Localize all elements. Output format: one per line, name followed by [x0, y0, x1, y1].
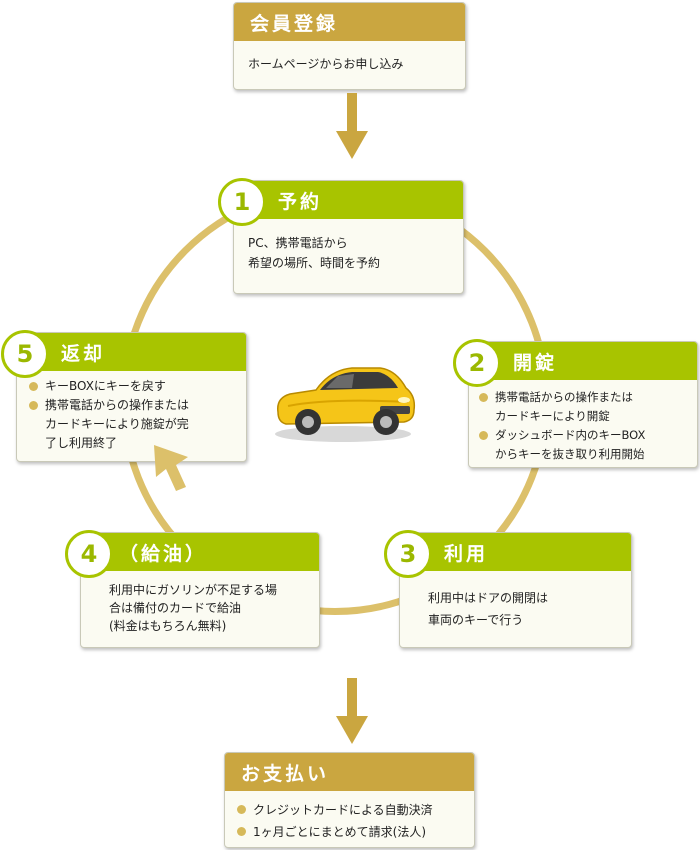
step-3-badge: 3 — [384, 530, 432, 578]
step-2-item-line: 携帯電話からの操作または — [495, 390, 633, 404]
step-4-card: 4 （給油） 利用中にガソリンが不足する場 合は備付のカードで給油 (料金はもち… — [65, 530, 320, 648]
step-1-header: 1 予約 — [218, 178, 463, 226]
step-2-badge: 2 — [453, 339, 501, 387]
bullet-icon — [237, 827, 246, 836]
step-3-title: 利用 — [444, 542, 489, 565]
list-item: 携帯電話からの操作または カードキーにより施錠が完 了し利用終了 — [29, 396, 238, 453]
step-1-badge: 1 — [218, 178, 266, 226]
down-arrow-icon — [336, 678, 368, 744]
step-2-item-line: ダッシュボード内のキーBOX — [495, 428, 646, 442]
step-5-header: 5 返却 — [1, 330, 246, 378]
step-5-card: 5 返却 キーBOXにキーを戻す 携帯電話からの操作または カードキーにより施錠… — [1, 330, 247, 462]
step-2-item-line: からキーを抜き取り利用開始 — [495, 447, 645, 461]
registration-title: 会員登録 — [250, 12, 339, 35]
step-4-line: 合は備付のカードで給油 — [109, 601, 242, 615]
step-1-line: 希望の場所、時間を予約 — [248, 256, 381, 270]
step-2-card: 2 開錠 携帯電話からの操作または カードキーにより開錠 ダッシュボード内のキー… — [453, 339, 698, 468]
bullet-icon — [29, 382, 38, 391]
list-item: 携帯電話からの操作または カードキーにより開錠 — [479, 388, 689, 426]
step-5-item-line: キーBOXにキーを戻す — [45, 379, 166, 393]
step-4-header: 4 （給油） — [65, 530, 319, 578]
step-1-title: 予約 — [278, 190, 323, 213]
payment-item: クレジットカードによる自動決済 — [253, 803, 433, 817]
list-item: 1ヶ月ごとにまとめて請求(法人) — [237, 821, 464, 843]
registration-text: ホームページからお申し込み — [248, 57, 404, 71]
step-2-item-line: カードキーにより開錠 — [495, 409, 610, 423]
payment-header: お支払い — [225, 753, 474, 791]
step-5-badge: 5 — [1, 330, 49, 378]
step-3-line: 車両のキーで行う — [428, 613, 524, 627]
bullet-icon — [29, 401, 38, 410]
step-2-header: 2 開錠 — [453, 339, 697, 387]
step-5-title: 返却 — [61, 342, 106, 365]
payment-card: お支払い クレジットカードによる自動決済 1ヶ月ごとにまとめて請求(法人) — [224, 752, 475, 848]
step-2-title: 開錠 — [513, 351, 558, 374]
step-4-title: （給油） — [119, 542, 208, 565]
bullet-icon — [479, 431, 488, 440]
yellow-car-icon — [275, 367, 416, 442]
step-5-item-line: 了し利用終了 — [45, 436, 118, 450]
payment-title: お支払い — [241, 762, 330, 785]
up-arrow-icon — [154, 445, 188, 491]
step-1-line: PC、携帯電話から — [248, 236, 348, 250]
list-item: クレジットカードによる自動決済 — [237, 799, 464, 821]
list-item: ダッシュボード内のキーBOX からキーを抜き取り利用開始 — [479, 426, 689, 464]
step-4-line: 利用中にガソリンが不足する場 — [109, 583, 278, 597]
step-3-line: 利用中はドアの開閉は — [428, 591, 549, 605]
list-item: キーBOXにキーを戻す — [29, 377, 238, 396]
step-3-card: 3 利用 利用中はドアの開閉は 車両のキーで行う — [384, 530, 632, 648]
step-4-line: (料金はもちろん無料) — [109, 619, 227, 633]
step-3-header: 3 利用 — [384, 530, 631, 578]
registration-header: 会員登録 — [234, 3, 465, 41]
step-1-card: 1 予約 PC、携帯電話から 希望の場所、時間を予約 — [218, 178, 464, 294]
bullet-icon — [237, 805, 246, 814]
payment-item: 1ヶ月ごとにまとめて請求(法人) — [253, 825, 426, 839]
step-4-badge: 4 — [65, 530, 113, 578]
step-5-item-line: カードキーにより施錠が完 — [45, 417, 189, 431]
bullet-icon — [479, 393, 488, 402]
down-arrow-icon — [336, 93, 368, 159]
step-5-item-line: 携帯電話からの操作または — [45, 398, 190, 412]
registration-card: 会員登録 ホームページからお申し込み — [233, 2, 466, 90]
